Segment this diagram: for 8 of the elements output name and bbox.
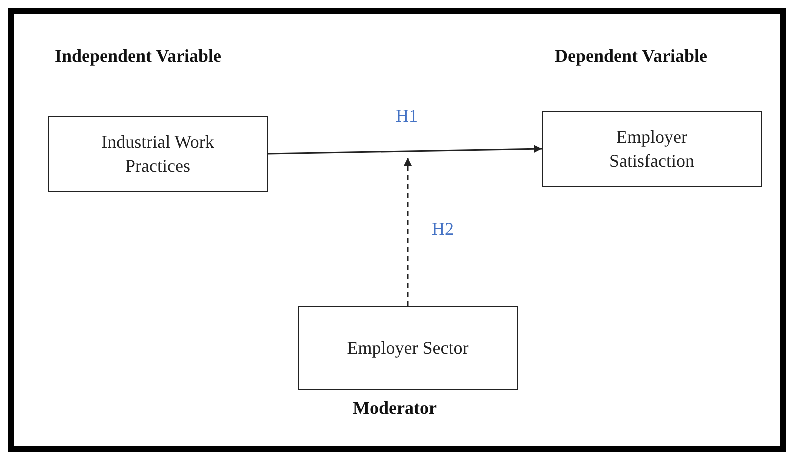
variable-heading: Independent Variable [55, 46, 222, 67]
arrow [268, 145, 542, 155]
variable-heading: Dependent Variable [555, 46, 708, 67]
variable-name: Employer Satisfaction [608, 126, 696, 173]
variable-name: Employer Sector [347, 337, 469, 360]
variable-heading: Moderator [353, 398, 437, 419]
variable-name: Industrial Work Practices [100, 131, 216, 178]
dashed-arrow [404, 158, 412, 306]
